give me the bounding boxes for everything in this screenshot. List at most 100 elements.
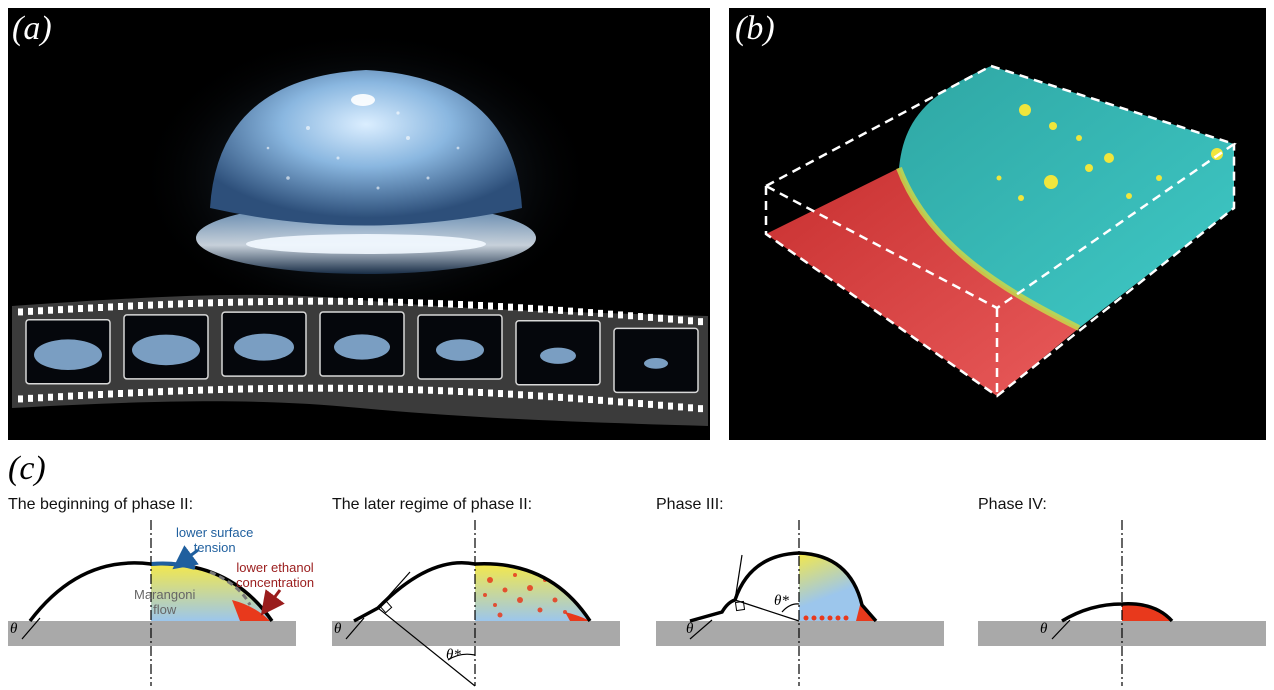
sprocket-hole (298, 297, 303, 305)
sprocket-hole (318, 384, 323, 392)
sprocket-hole (168, 300, 173, 308)
sprocket-hole (548, 306, 553, 314)
sprocket-hole (128, 389, 133, 397)
sprocket-hole (68, 305, 73, 313)
sprocket-hole (638, 400, 643, 408)
sprocket-hole (108, 303, 113, 311)
sprocket-hole (388, 385, 393, 393)
sprocket-hole (238, 385, 243, 393)
sprocket-hole (678, 403, 683, 411)
film-frame (417, 314, 503, 380)
sprocket-hole (418, 299, 423, 307)
film-frame (123, 314, 209, 380)
sprocket-hole (268, 298, 273, 306)
sprocket-hole (508, 303, 513, 311)
sprocket-hole (38, 307, 43, 315)
sprocket-hole (458, 388, 463, 396)
sprocket-hole (608, 310, 613, 318)
sprocket-hole (238, 298, 243, 306)
sprocket-hole (498, 303, 503, 311)
sprocket-hole (158, 301, 163, 309)
sprocket-hole (228, 385, 233, 393)
sprocket-hole (358, 298, 363, 305)
sprocket-hole (248, 298, 253, 306)
sprocket-hole (138, 302, 143, 310)
sprocket-hole (348, 297, 353, 305)
sprocket-hole (428, 299, 433, 307)
sprocket-hole (528, 391, 533, 399)
sprocket-hole (648, 313, 653, 321)
sprocket-hole (108, 390, 113, 398)
sprocket-hole (258, 385, 263, 393)
sprocket-hole (488, 389, 493, 397)
sprocket-hole (588, 396, 593, 404)
sprocket-hole (38, 394, 43, 402)
sprocket-hole (288, 297, 293, 305)
sprocket-hole (148, 301, 153, 309)
sprocket-hole (408, 386, 413, 394)
sprocket-hole (78, 392, 83, 400)
panel-a-label: (a) (12, 10, 52, 47)
sprocket-hole (538, 305, 543, 313)
yellow-particles (996, 104, 1223, 201)
theta-label-2: θ (334, 621, 342, 637)
annotation-lower-surface-tension: lower surface tension (176, 525, 254, 555)
sprocket-hole (638, 313, 643, 321)
sprocket-hole (468, 301, 473, 309)
sprocket-hole (498, 390, 503, 398)
sprocket-hole (48, 393, 53, 401)
sprocket-hole (688, 404, 693, 412)
sprocket-hole (258, 298, 263, 306)
sprocket-hole (628, 312, 633, 320)
theta-label-3: θ (686, 621, 694, 637)
annotation-lower-ethanol: lower ethanol concentration (236, 560, 315, 590)
sprocket-hole (398, 298, 403, 306)
sprocket-hole (508, 390, 513, 398)
sprocket-hole (438, 387, 443, 395)
sprocket-hole (588, 309, 593, 317)
schematic-phase-3 (656, 520, 944, 686)
sprocket-hole (288, 384, 293, 392)
droplet-dome (210, 70, 522, 226)
sprocket-hole (218, 386, 223, 394)
sprocket-hole (598, 309, 603, 317)
sprocket-hole (338, 384, 343, 392)
sprocket-hole (688, 317, 693, 325)
sprocket-hole (28, 394, 33, 402)
sprocket-hole (138, 389, 143, 397)
bounding-box (763, 64, 1237, 398)
sprocket-hole (18, 308, 23, 316)
sprocket-hole (348, 384, 353, 392)
sprocket-hole (518, 391, 523, 399)
sprocket-hole (188, 300, 193, 308)
sprocket-hole (628, 399, 633, 407)
sprocket-hole (668, 402, 673, 410)
sprocket-hole (648, 400, 653, 408)
film-frame (25, 318, 111, 385)
sprocket-hole (328, 384, 333, 392)
sprocket-hole (208, 299, 213, 307)
sprocket-hole (418, 386, 423, 394)
sprocket-hole (268, 385, 273, 393)
sprocket-hole (488, 302, 493, 310)
sprocket-hole (68, 392, 73, 400)
sprocket-hole (78, 305, 83, 313)
red-layer (766, 168, 1079, 396)
sprocket-hole (388, 298, 393, 306)
sprocket-hole (318, 297, 323, 305)
annotation-marangoni-flow: Marangoni flow (134, 587, 196, 617)
sprocket-hole (178, 387, 183, 395)
sprocket-hole (118, 302, 123, 310)
sprocket-hole (308, 297, 313, 305)
panel-b-label: (b) (735, 10, 775, 47)
sprocket-hole (198, 386, 203, 394)
sprocket-hole (558, 393, 563, 401)
sprocket-hole (98, 303, 103, 311)
theta-star-label-3: θ* (774, 593, 789, 609)
sprocket-hole (438, 300, 443, 308)
sprocket-hole (618, 398, 623, 406)
panel-a-photo: (a) (8, 8, 710, 440)
sprocket-hole (528, 304, 533, 312)
sprocket-hole (28, 307, 33, 315)
sprocket-hole (218, 299, 223, 307)
